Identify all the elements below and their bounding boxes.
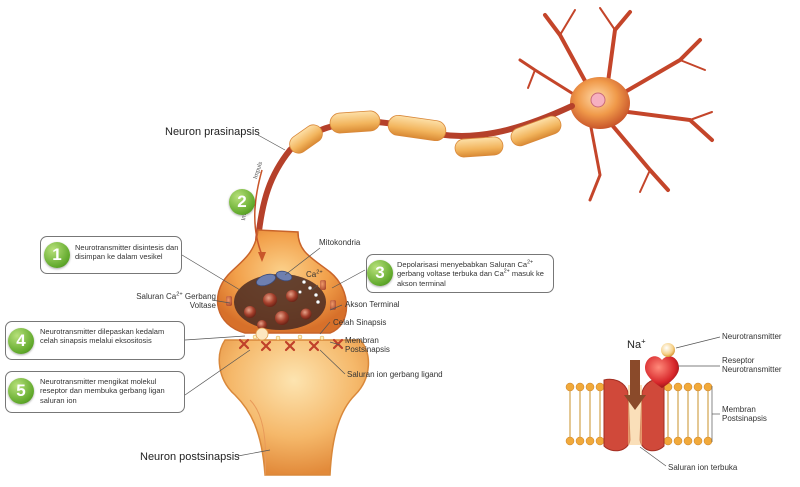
step-5-badge: 5 <box>8 378 34 404</box>
inset-label-saluran-terbuka: Saluran ion terbuka <box>668 463 737 472</box>
label-saluran-ion-gerbang-ligand: Saluran ion gerbang ligand <box>347 370 443 379</box>
inset-label-membran: Membran Postsinapsis <box>722 405 767 423</box>
step-3-badge: 3 <box>367 260 393 286</box>
myelin-sheath <box>286 110 563 157</box>
inset-label-reseptor: Reseptor Neurotransmitter <box>722 356 782 374</box>
step-4-text: Neurotransmitter dilepaskan kedalam cela… <box>40 327 180 346</box>
label-akson-terminal: Akson Terminal <box>345 300 400 309</box>
label-celah-sinapsis: Celah Sinapsis <box>333 318 386 327</box>
step-4-badge: 4 <box>8 328 34 354</box>
label-mitokondria: Mitokondria <box>319 238 360 247</box>
step-2-badge: 2 <box>229 189 255 215</box>
label-membran-postsinapsis: Membran Postsinapsis <box>345 336 390 354</box>
inset-membrane <box>566 337 720 466</box>
step-1-badge: 1 <box>44 242 70 268</box>
label-ca-ion: Ca2+ <box>306 270 323 279</box>
step-box-3: Depolarisasi menyebabkan Saluran Ca2+ ge… <box>366 254 554 293</box>
label-saluran-ca-gerbang-voltase: Saluran Ca2+ Gerbang Voltase <box>120 292 216 310</box>
step-3-text: Depolarisasi menyebabkan Saluran Ca2+ ge… <box>397 260 551 288</box>
step-5-text: Neurotransmitter mengikat molekul resept… <box>40 377 180 405</box>
step-1-text: Neurotransmitter disintesis dan disimpan… <box>75 243 179 262</box>
label-neuron-postsinapsis: Neuron postsinapsis <box>140 451 240 464</box>
label-neuron-prasinapsis: Neuron prasinapsis <box>165 126 260 139</box>
inset-label-neurotransmitter: Neurotransmitter <box>722 332 782 341</box>
inset-na-ion: Na+ <box>627 339 646 352</box>
